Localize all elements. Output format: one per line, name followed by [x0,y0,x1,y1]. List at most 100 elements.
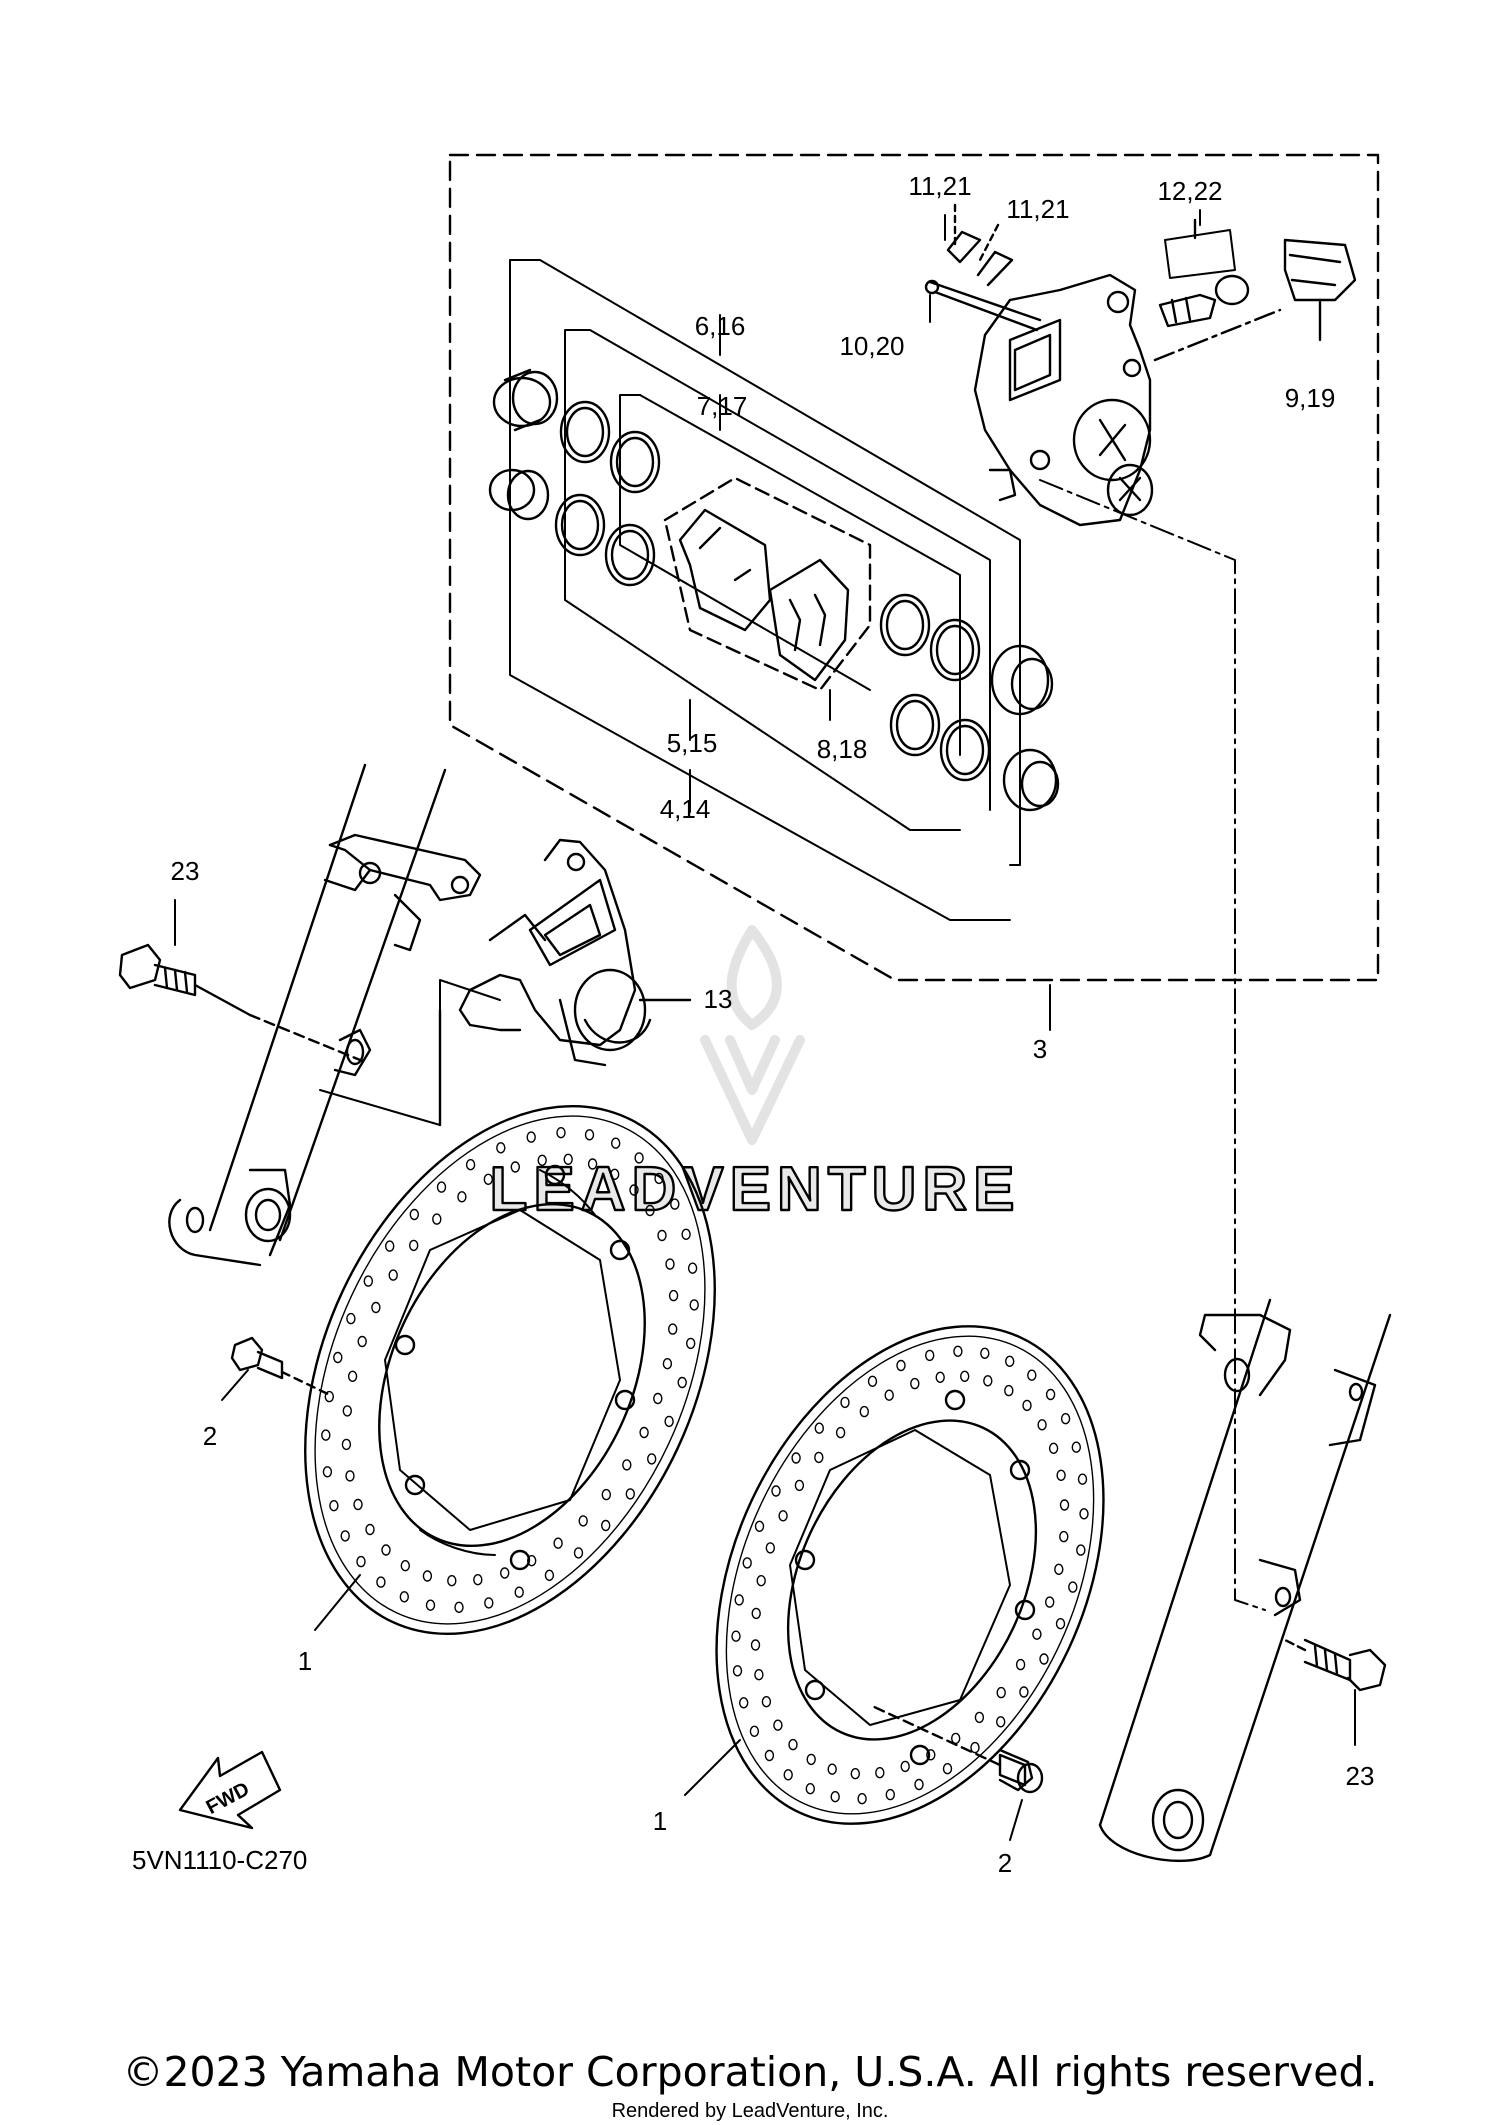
pad-spring [1283,238,1357,342]
vent-hole [926,1749,936,1761]
vent-hole [687,1262,698,1274]
fwd-arrow-icon: FWD [178,1750,282,1830]
vent-hole [1059,1499,1070,1511]
brake-disc-left [304,1104,716,1636]
vent-hole [1056,1469,1066,1482]
vent-hole [584,1129,595,1141]
vent-hole [668,1323,678,1335]
vent-hole [409,1208,419,1221]
rendered-by-text: Rendered by LeadVenture, Inc. [611,2100,889,2122]
vent-hole [1054,1563,1064,1576]
vent-hole [996,1716,1006,1728]
vent-hole [925,1349,935,1362]
vent-hole [333,1351,343,1364]
vent-hole [322,1466,333,1478]
vent-hole [764,1749,775,1762]
vent-hole [1044,1596,1055,1608]
vent-hole [573,1547,584,1559]
vent-hole [409,1239,419,1252]
vent-hole [465,1158,476,1171]
vent-hole [1055,1617,1066,1630]
left-bolt [118,943,367,1064]
vent-hole [601,1488,611,1501]
vent-hole [765,1542,775,1554]
vent-hole [345,1470,355,1482]
vent-hole [732,1665,743,1677]
vent-hole [791,1452,801,1464]
vent-hole [750,1639,761,1651]
callout-23-right: 23 [1346,1761,1375,1791]
vent-hole [689,1299,699,1311]
vent-hole [363,1275,373,1287]
vent-hole [629,1184,639,1196]
vent-hole [681,1228,691,1241]
vent-hole [342,1405,352,1417]
vent-hole [500,1567,510,1579]
watermark-logo [700,925,805,1145]
callout-12-22: 12,22 [1157,176,1222,206]
vent-hole [850,1767,860,1780]
caliper-to-fork-leader [1039,479,1266,1611]
callout-7-17: 7,17 [697,391,748,421]
vent-hole [677,1376,687,1389]
vent-hole [657,1229,667,1242]
vent-hole [788,1738,798,1751]
vent-hole [578,1515,588,1527]
vent-hole [731,1630,741,1642]
brake-pad-outline [663,476,872,692]
vent-hole [783,1769,793,1781]
vent-hole [357,1335,367,1348]
vent-hole [1019,1686,1029,1698]
vent-hole [601,1519,611,1532]
callout-4-14: 4,14 [660,794,711,824]
vent-hole [960,1370,970,1383]
vent-hole [980,1347,990,1360]
watermark-text: LEADVENTURE [489,1155,1020,1224]
vent-hole [805,1782,815,1795]
vent-hole [970,1741,980,1754]
vent-hole [835,1426,846,1439]
vent-hole [376,1576,386,1588]
vent-hole [653,1392,663,1405]
vent-hole [353,1498,363,1511]
vent-hole [321,1429,331,1441]
disc-bolt-right [868,1703,1044,1794]
vent-hole [742,1557,752,1569]
callout-10-20: 10,20 [839,331,904,361]
fwd-label: FWD [203,1778,254,1819]
brake-pads [678,508,850,682]
vent-hole [951,1732,961,1745]
vent-hole [527,1554,537,1567]
vent-hole [773,1719,783,1731]
callout-11-21-b: 11,21 [1006,194,1069,224]
vent-hole [447,1574,457,1587]
vent-hole [668,1289,679,1302]
vent-hole [365,1523,375,1536]
vent-hole [473,1573,483,1586]
vent-hole [953,1345,963,1358]
vent-hole [896,1359,906,1372]
disc-holes-right [731,1345,1089,1805]
vent-hole [610,1168,620,1181]
vent-hole [983,1375,993,1387]
vent-hole [942,1762,953,1775]
disc-holes-left [321,1126,699,1614]
vent-hole [340,1530,350,1542]
vent-hole [510,1161,520,1173]
vent-hole [1077,1473,1088,1485]
vent-hole [356,1555,366,1568]
vent-hole [749,1725,760,1738]
vent-hole [1015,1658,1026,1671]
vent-hole [885,1788,895,1801]
vent-hole [734,1594,744,1606]
vent-hole [827,1763,837,1775]
vent-hole [399,1591,409,1603]
vent-hole [634,1152,644,1164]
kit-bracket-lines [509,259,1021,921]
callout-labels: 11,21 11,21 12,22 6,16 7,17 10,20 9,19 5… [171,171,1375,1878]
vent-hole [1032,1628,1042,1640]
vent-hole [1004,1384,1014,1397]
callout-8-18: 8,18 [817,734,868,764]
vent-hole [385,1240,395,1252]
callout-9-19: 9,19 [1285,383,1336,413]
